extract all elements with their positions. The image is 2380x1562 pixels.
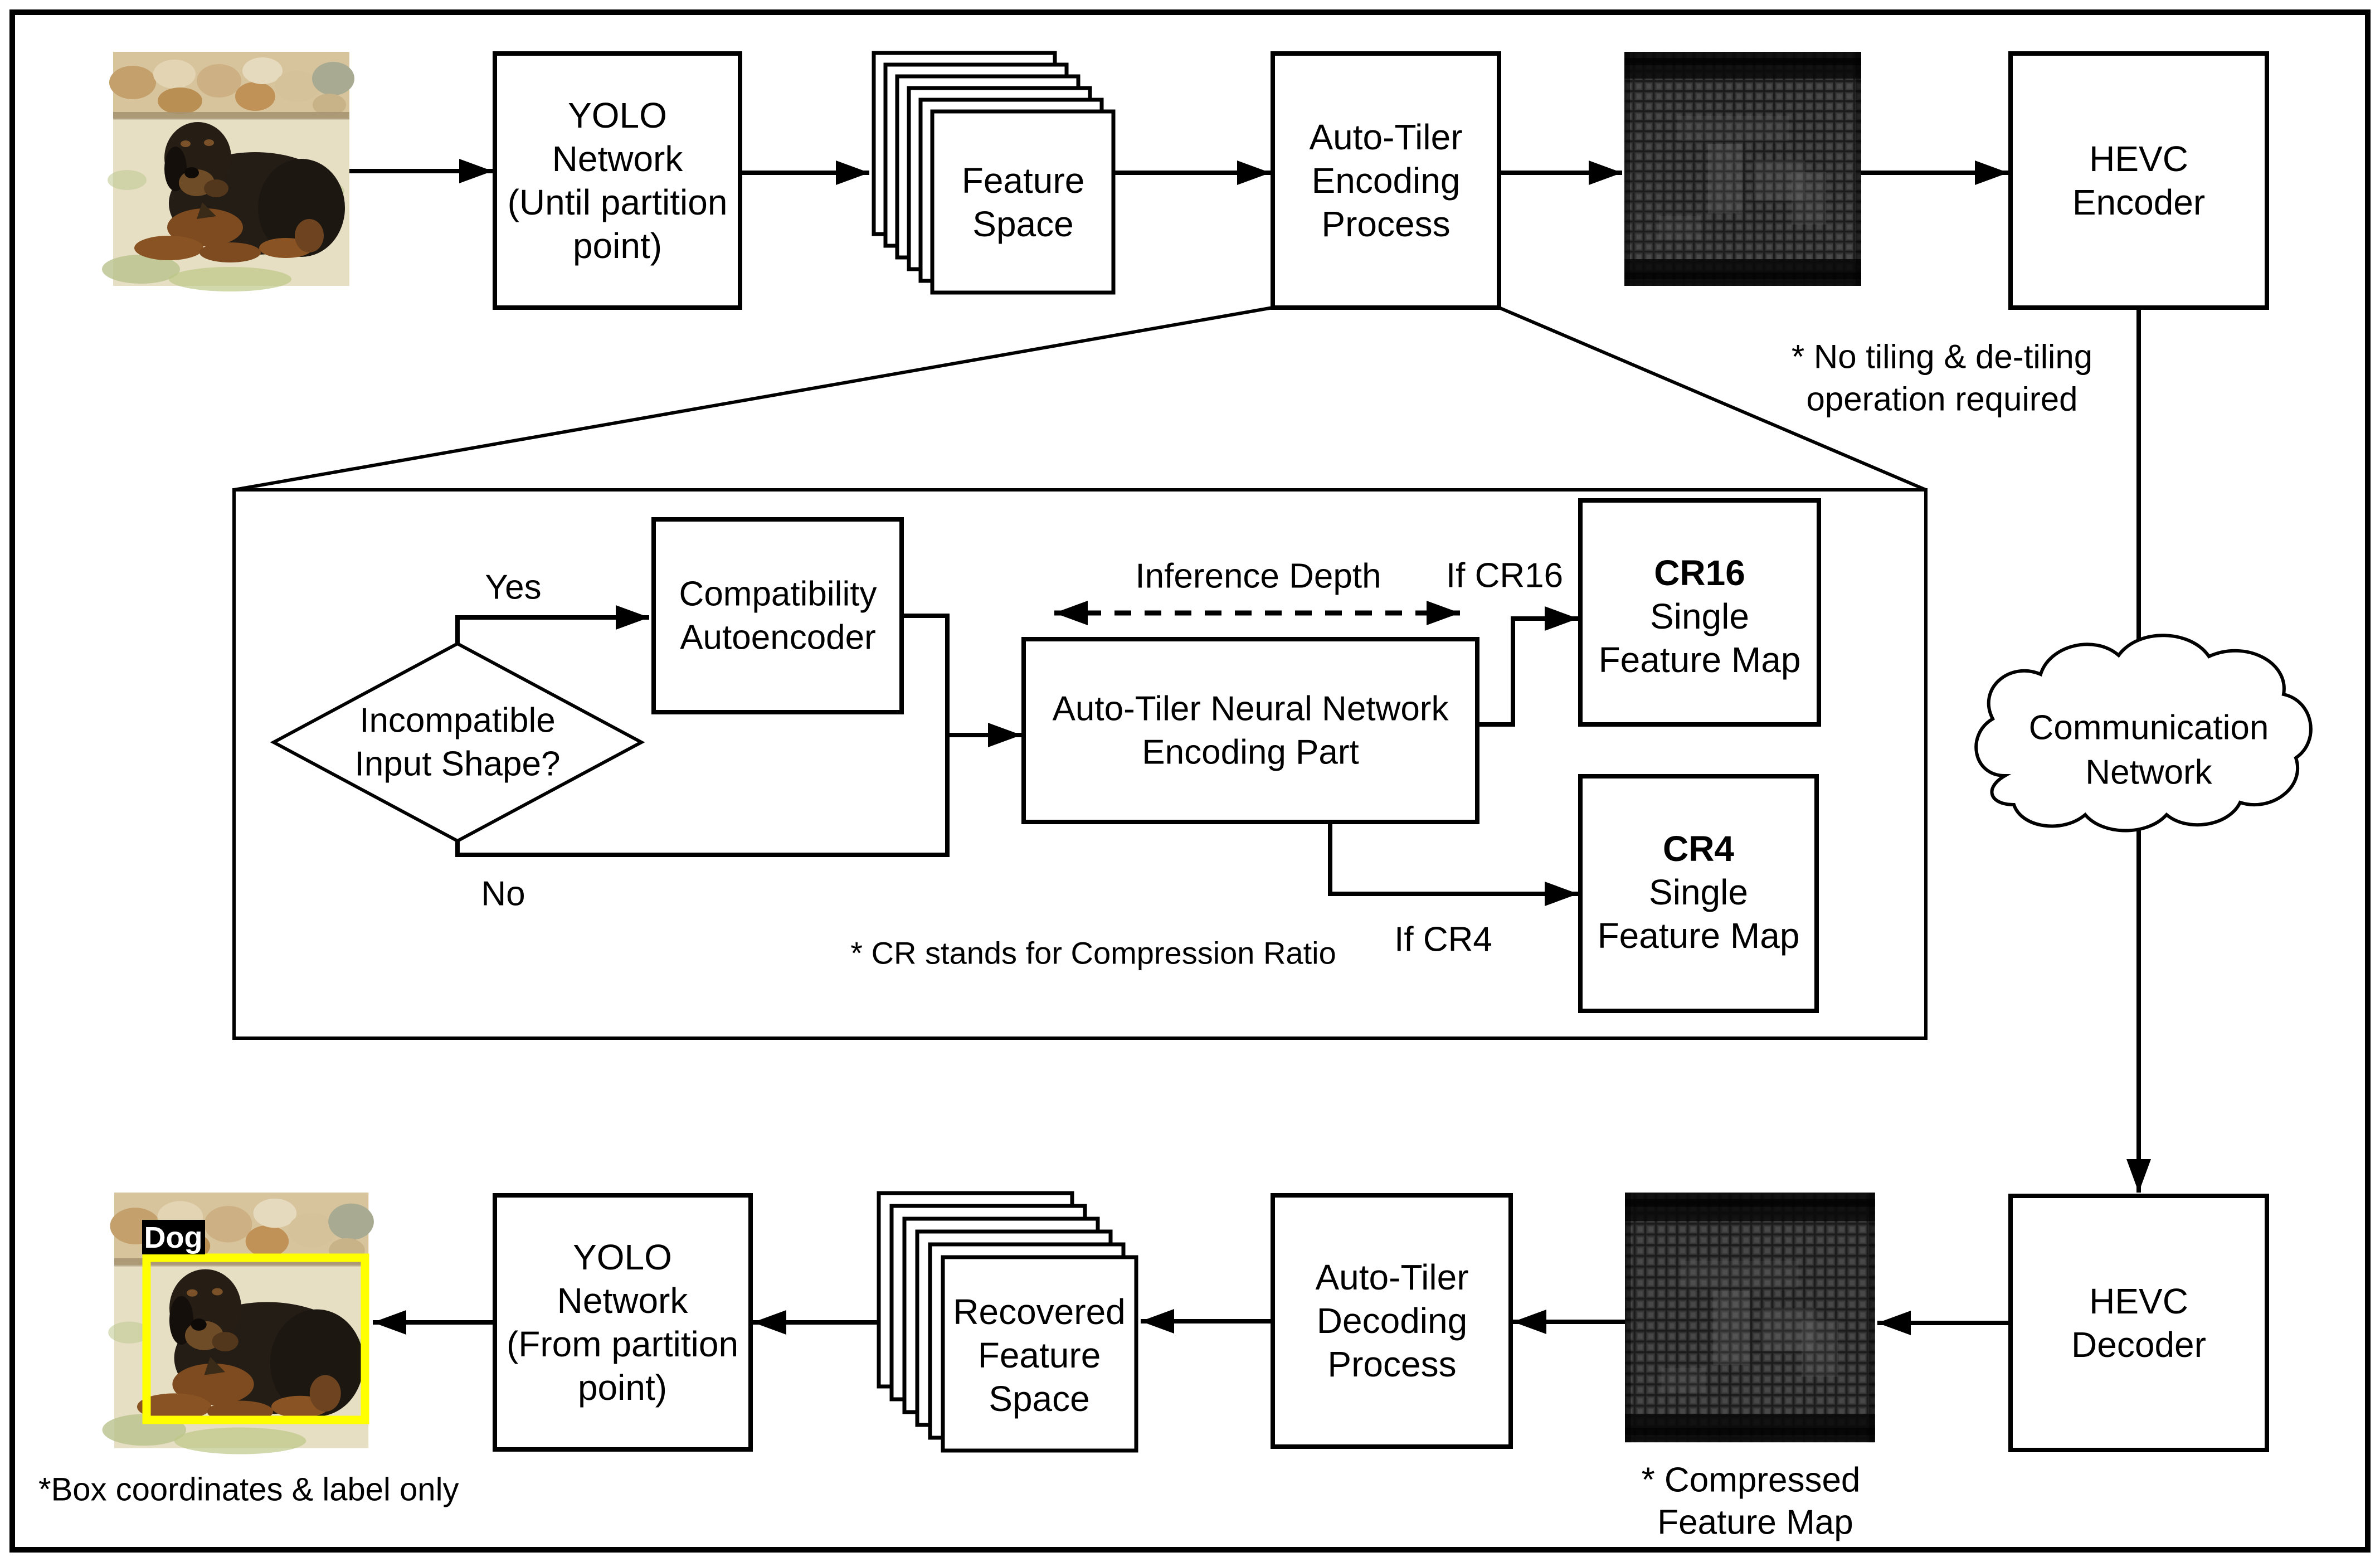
svg-text:Feature Map: Feature Map (1599, 640, 1801, 680)
cr4-branch-line (1328, 822, 1578, 906)
feature-space-label: Feature (962, 160, 1085, 201)
detection-tag-background (142, 1220, 205, 1254)
svg-text:(Until partition: (Until partition (508, 182, 728, 222)
yes-label: Yes (485, 568, 541, 607)
svg-text:Feature Map: Feature Map (1657, 1503, 1853, 1542)
compatibility-autoencoder-box: Compatibility Autoencoder (651, 517, 904, 714)
cr16-branch-line (1477, 606, 1578, 727)
output-caption: *Box coordinates & label only (38, 1472, 459, 1508)
svg-text:Process: Process (1327, 1344, 1456, 1384)
svg-text:Space: Space (972, 204, 1073, 244)
recovered-feature-space-stack: Recovered Feature Space (877, 1191, 1138, 1453)
svg-text:Encoding: Encoding (1312, 160, 1461, 201)
detection-bounding-box (142, 1253, 369, 1424)
svg-text:Network: Network (557, 1281, 689, 1321)
compressed-map-caption: * Compressed (1642, 1461, 1861, 1500)
hevc-decoder-box: HEVC Decoder (2008, 1194, 2269, 1452)
cr-note: * CR stands for Compression Ratio (850, 936, 1336, 971)
svg-text:Decoding: Decoding (1317, 1301, 1467, 1341)
svg-text:point): point) (578, 1368, 667, 1408)
if-cr16-label: If CR16 (1446, 557, 1563, 595)
svg-text:Feature: Feature (978, 1335, 1101, 1375)
yolo-decoder-box: YOLO Network (From partition point) (493, 1193, 753, 1452)
no-tiling-note: * No tiling & de-tiling operation requir… (1792, 338, 2092, 418)
no-branch-line (455, 614, 950, 857)
yolo-decoder-label: YOLO (573, 1237, 672, 1277)
auto-tiler-encoding-box: Auto-Tiler Encoding Process (1271, 51, 1501, 310)
expansion-line-right (1498, 306, 1927, 492)
auto-tiler-decoding-label: Auto-Tiler (1315, 1257, 1468, 1297)
svg-text:Feature Map: Feature Map (1598, 916, 1800, 956)
recovered-feature-space-label: Recovered (953, 1292, 1126, 1332)
decision-label: Incompatible (359, 702, 556, 740)
auto-tiler-decoding-box: Auto-Tiler Decoding Process (1271, 1193, 1513, 1449)
svg-text:Input Shape?: Input Shape? (355, 745, 561, 784)
svg-text:Space: Space (989, 1379, 1089, 1419)
expansion-line-left (233, 306, 1273, 492)
feature-space-stack: Feature Space (872, 51, 1116, 295)
svg-text:Process: Process (1321, 204, 1450, 244)
svg-text:operation required: operation required (1806, 381, 2077, 418)
yes-branch-line (455, 605, 649, 644)
input-image (102, 52, 354, 291)
compressed-feature-map-bottom: * Compressed Feature Map (1625, 1193, 1875, 1542)
auto-tiler-encoding-label: Auto-Tiler (1309, 117, 1462, 157)
communication-network-cloud: Communication Network (1974, 634, 2313, 833)
no-label: No (481, 875, 525, 913)
svg-text:Single: Single (1649, 872, 1748, 912)
inference-depth-label: Inference Depth (1135, 557, 1381, 596)
cr4-output-label: CR4 (1663, 829, 1734, 869)
cr16-output-label: CR16 (1654, 553, 1745, 593)
output-image: Dog (102, 1193, 374, 1454)
svg-text:Autoencoder: Autoencoder (680, 619, 876, 657)
if-cr4-label: If CR4 (1394, 921, 1492, 959)
encoding-detail-panel (232, 488, 1928, 1040)
yolo-encoder-box: YOLO Network (Until partition point) (493, 51, 742, 310)
svg-text:Encoder: Encoder (2072, 182, 2205, 222)
svg-text:Network: Network (2085, 753, 2212, 792)
cr4-output-box: CR4 Single Feature Map (1578, 774, 1819, 1013)
incompatible-shape-decision: Incompatible Input Shape? (270, 641, 645, 843)
svg-text:(From partition: (From partition (507, 1324, 738, 1364)
hevc-encoder-box: HEVC Encoder (2008, 51, 2269, 310)
communication-network-label: Communication (2029, 709, 2269, 747)
svg-text:Single: Single (1650, 596, 1749, 636)
svg-text:* No tiling & de-tiling: * No tiling & de-tiling (1792, 338, 2092, 376)
svg-text:Network: Network (552, 139, 684, 179)
svg-text:Decoder: Decoder (2071, 1325, 2206, 1365)
detection-tag-label: Dog (144, 1221, 203, 1254)
hevc-encoder-label: HEVC (2089, 139, 2188, 179)
encoder-network-label: Auto-Tiler Neural Network (1053, 690, 1449, 728)
yolo-encoder-label: YOLO (568, 95, 667, 135)
cr16-output-box: CR16 Single Feature Map (1578, 498, 1821, 727)
svg-text:point): point) (573, 226, 662, 266)
encoder-network-box: Auto-Tiler Neural Network Encoding Part (1021, 637, 1479, 824)
svg-text:Encoding Part: Encoding Part (1142, 733, 1359, 772)
hevc-decoder-label: HEVC (2089, 1281, 2188, 1321)
compressed-feature-map-top (1624, 52, 1861, 286)
compatibility-autoencoder-label: Compatibility (679, 575, 877, 614)
